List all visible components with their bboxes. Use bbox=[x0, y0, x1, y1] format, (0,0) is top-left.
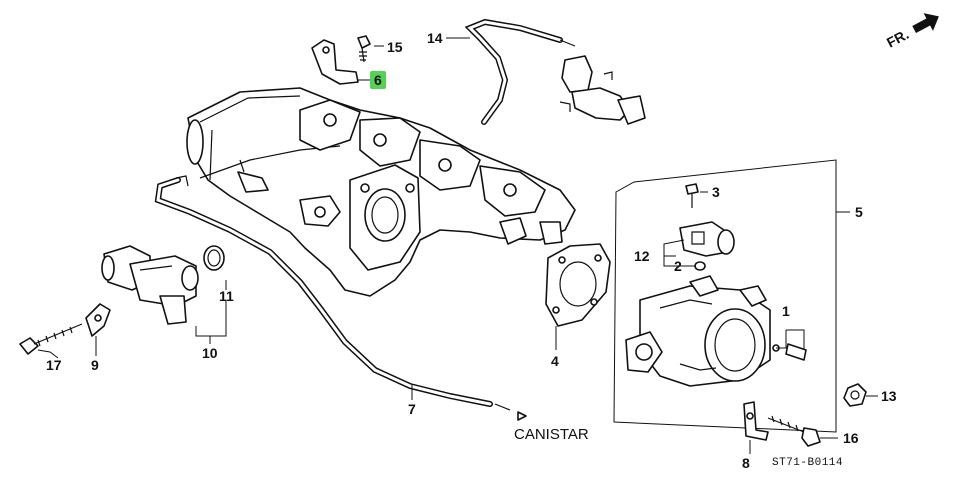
callout-10[interactable]: 10 bbox=[202, 345, 218, 361]
leader-lines bbox=[37, 37, 878, 454]
bracket-6 bbox=[311, 39, 359, 85]
intake-manifold bbox=[186, 87, 576, 297]
bolt-16 bbox=[767, 415, 821, 447]
canister-label: CANISTAR bbox=[514, 426, 589, 443]
assembly-bracket-5 bbox=[613, 159, 837, 433]
callout-numbers: 15 6 14 3 5 12 2 1 4 13 16 8 11 10 9 17 … bbox=[46, 30, 897, 471]
vacuum-valve-assembly bbox=[559, 55, 646, 125]
callout-3[interactable]: 3 bbox=[712, 184, 720, 200]
clamp-9 bbox=[85, 303, 111, 337]
throttle-body bbox=[625, 275, 771, 387]
throttle-position-sensor bbox=[679, 221, 735, 257]
callout-12[interactable]: 12 bbox=[634, 248, 650, 264]
callout-17[interactable]: 17 bbox=[46, 357, 62, 373]
direction-label: FR. bbox=[884, 26, 911, 51]
bolt-15 bbox=[357, 35, 371, 63]
callout-16[interactable]: 16 bbox=[843, 430, 859, 446]
bolt-17 bbox=[19, 323, 83, 355]
hose-7 bbox=[154, 175, 527, 421]
callout-9[interactable]: 9 bbox=[91, 357, 99, 373]
hose-14 bbox=[464, 18, 576, 125]
direction-arrow-icon bbox=[912, 13, 939, 34]
bracket-8 bbox=[743, 401, 769, 441]
nut-13 bbox=[843, 383, 867, 407]
o-ring-2 bbox=[694, 261, 706, 271]
callout-15[interactable]: 15 bbox=[387, 39, 403, 55]
callout-8[interactable]: 8 bbox=[742, 455, 750, 471]
callout-14[interactable]: 14 bbox=[427, 30, 443, 46]
screw-1 bbox=[772, 343, 807, 361]
gasket-4 bbox=[545, 243, 611, 327]
callout-6[interactable]: 6 bbox=[374, 72, 382, 88]
screw-3 bbox=[685, 183, 699, 208]
callout-13[interactable]: 13 bbox=[881, 388, 897, 404]
callout-7[interactable]: 7 bbox=[408, 401, 416, 417]
callout-6-highlight bbox=[370, 71, 386, 89]
callout-5[interactable]: 5 bbox=[855, 204, 863, 220]
idle-air-control-valve bbox=[101, 245, 199, 325]
callout-1[interactable]: 1 bbox=[782, 303, 790, 319]
callout-4[interactable]: 4 bbox=[551, 353, 559, 369]
callout-11[interactable]: 11 bbox=[219, 288, 234, 304]
o-ring-11 bbox=[203, 245, 225, 271]
diagram-code: ST71-B0114 bbox=[772, 457, 843, 469]
direction-indicator: FR. bbox=[884, 13, 939, 51]
callout-2[interactable]: 2 bbox=[674, 258, 682, 274]
